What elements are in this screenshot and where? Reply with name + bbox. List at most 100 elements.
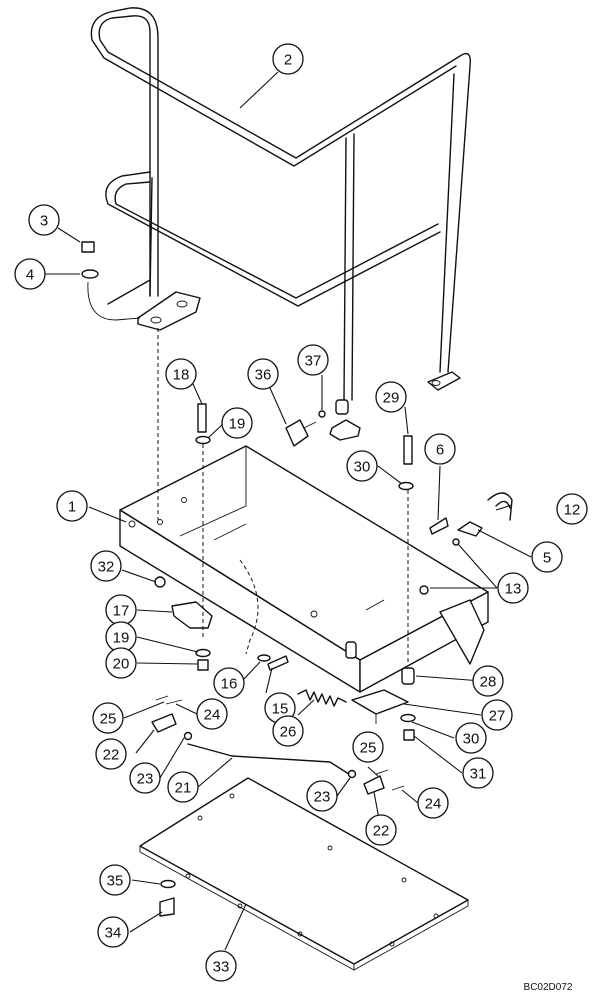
callout-number: 36 xyxy=(255,367,272,384)
callout-circle xyxy=(346,450,378,482)
callout-number: 23 xyxy=(137,771,154,788)
callout-number: 35 xyxy=(107,873,124,890)
callout-number: 30 xyxy=(354,459,371,476)
callout-19a: 19 xyxy=(221,407,253,439)
callout-3: 3 xyxy=(28,204,60,236)
callout-28: 28 xyxy=(472,665,504,697)
callout-circle xyxy=(472,665,504,697)
callout-36: 36 xyxy=(247,358,279,390)
callout-number: 15 xyxy=(272,701,289,718)
callout-20: 20 xyxy=(105,647,137,679)
callout-2: 2 xyxy=(272,43,304,75)
callout-circle xyxy=(297,344,329,376)
callout-number: 17 xyxy=(113,603,130,620)
tray-box-part xyxy=(119,445,489,693)
callout-number: 3 xyxy=(40,213,48,230)
callout-circle xyxy=(352,731,384,763)
centerlines xyxy=(157,328,409,666)
callout-circle xyxy=(28,204,60,236)
callout-16: 16 xyxy=(213,667,245,699)
callout-number: 37 xyxy=(305,353,322,370)
callout-number: 30 xyxy=(463,731,480,748)
callout-4: 4 xyxy=(14,258,46,290)
hardware-parts xyxy=(81,241,513,917)
callout-1: 1 xyxy=(56,490,88,522)
callout-23a: 23 xyxy=(129,762,161,794)
callout-number: 25 xyxy=(100,711,117,728)
callout-37: 37 xyxy=(297,344,329,376)
callout-number: 16 xyxy=(221,676,238,693)
callout-circle xyxy=(90,550,122,582)
callout-circle xyxy=(462,757,494,789)
callout-circle xyxy=(165,358,197,390)
callout-circle xyxy=(306,780,338,812)
callout-circle xyxy=(272,715,304,747)
callout-17: 17 xyxy=(105,594,137,626)
callout-35: 35 xyxy=(99,864,131,896)
callout-13: 13 xyxy=(497,572,529,604)
callout-number: 28 xyxy=(480,674,497,691)
callout-number: 22 xyxy=(103,747,120,764)
callout-6: 6 xyxy=(424,433,456,465)
callout-32: 32 xyxy=(90,550,122,582)
callout-12: 12 xyxy=(556,493,588,525)
callout-circle xyxy=(272,43,304,75)
callout-5: 5 xyxy=(531,541,563,573)
callout-number: 5 xyxy=(543,550,551,567)
callout-22b: 22 xyxy=(365,814,397,846)
callout-number: 26 xyxy=(280,724,297,741)
callout-circle xyxy=(417,787,449,819)
callout-circle xyxy=(99,864,131,896)
callout-number: 22 xyxy=(373,823,390,840)
callout-number: 24 xyxy=(425,796,442,813)
callout-31: 31 xyxy=(462,757,494,789)
callout-circle xyxy=(14,258,46,290)
callout-number: 27 xyxy=(489,708,506,725)
callout-number: 18 xyxy=(173,367,190,384)
callout-circle xyxy=(497,572,529,604)
callout-34: 34 xyxy=(97,916,129,948)
callout-19b: 19 xyxy=(105,621,137,653)
callout-number: 21 xyxy=(175,780,192,797)
callout-number: 29 xyxy=(383,390,400,407)
callout-circle xyxy=(424,433,456,465)
callout-circle xyxy=(365,814,397,846)
callout-number: 32 xyxy=(98,559,115,576)
callout-circle xyxy=(556,493,588,525)
callout-circle xyxy=(481,699,513,731)
callout-circle xyxy=(92,702,124,734)
callout-number: 6 xyxy=(436,442,444,459)
callout-18: 18 xyxy=(165,358,197,390)
callout-24a: 24 xyxy=(196,698,228,730)
callout-circle xyxy=(531,541,563,573)
callout-27: 27 xyxy=(481,699,513,731)
callout-24b: 24 xyxy=(417,787,449,819)
callout-25a: 25 xyxy=(92,702,124,734)
callout-circle xyxy=(105,647,137,679)
callout-22a: 22 xyxy=(95,738,127,770)
callout-number: 4 xyxy=(26,267,34,284)
callout-circle xyxy=(167,771,199,803)
callout-23b: 23 xyxy=(306,780,338,812)
callout-26: 26 xyxy=(272,715,304,747)
callout-number: 12 xyxy=(564,502,581,519)
callout-circle xyxy=(95,738,127,770)
callout-number: 1 xyxy=(68,499,76,516)
callout-21: 21 xyxy=(167,771,199,803)
callout-number: 33 xyxy=(213,959,230,976)
callout-circle xyxy=(196,698,228,730)
callout-number: 31 xyxy=(470,766,487,783)
callout-circle xyxy=(221,407,253,439)
callout-circle xyxy=(56,490,88,522)
callout-circle xyxy=(213,667,245,699)
callout-29: 29 xyxy=(375,381,407,413)
callout-circle xyxy=(129,762,161,794)
callout-circle xyxy=(247,358,279,390)
callout-33: 33 xyxy=(205,950,237,982)
callout-circle xyxy=(375,381,407,413)
callout-number: 25 xyxy=(360,740,377,757)
callout-layer: 1234561213151617181919202122222323242425… xyxy=(14,43,588,982)
callout-25b: 25 xyxy=(352,731,384,763)
callout-number: 2 xyxy=(284,52,292,69)
